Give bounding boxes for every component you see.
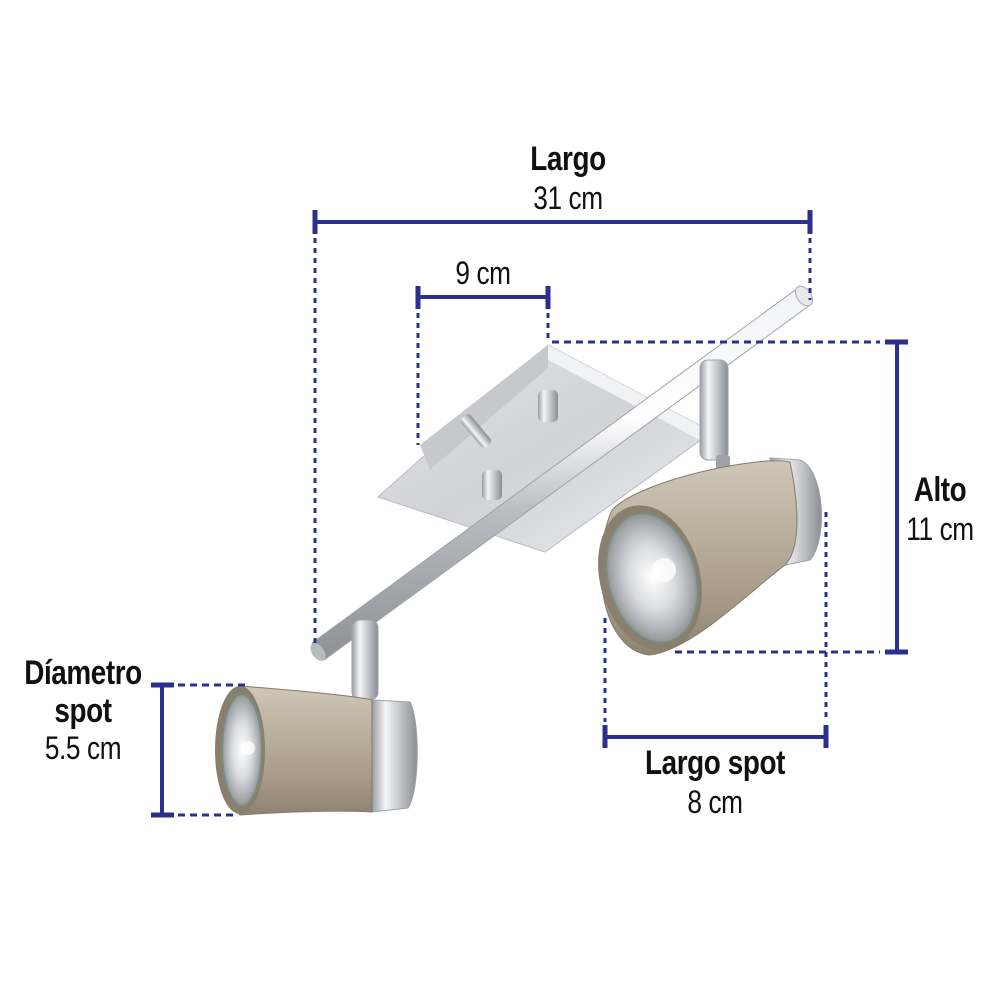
diametro-title-line2: spot: [54, 692, 112, 730]
left-spotlight: [215, 619, 418, 816]
alto-title: Alto: [913, 471, 967, 509]
largo-spot-title: Largo spot: [645, 744, 785, 782]
largo-spot-label: Largo spot 8 cm: [595, 746, 835, 818]
largo-value: 31 cm: [533, 180, 603, 216]
alto-label: Alto 11 cm: [870, 473, 1000, 545]
base-width-value: 9 cm: [455, 255, 511, 291]
largo-label: Largo 31 cm: [468, 142, 668, 214]
diametro-value: 5.5 cm: [44, 730, 122, 766]
ceiling-base-plate: [377, 344, 713, 553]
largo-spot-value: 8 cm: [687, 784, 743, 820]
base-width-label: 9 cm: [403, 257, 563, 289]
largo-title: Largo: [530, 140, 606, 178]
diametro-title-line1: Díametro: [24, 654, 142, 692]
diametro-spot-label: Díametro spot 5.5 cm: [0, 656, 166, 764]
dimension-lines: [151, 210, 908, 818]
alto-value: 11 cm: [906, 511, 974, 547]
right-spotlight: [598, 359, 822, 656]
